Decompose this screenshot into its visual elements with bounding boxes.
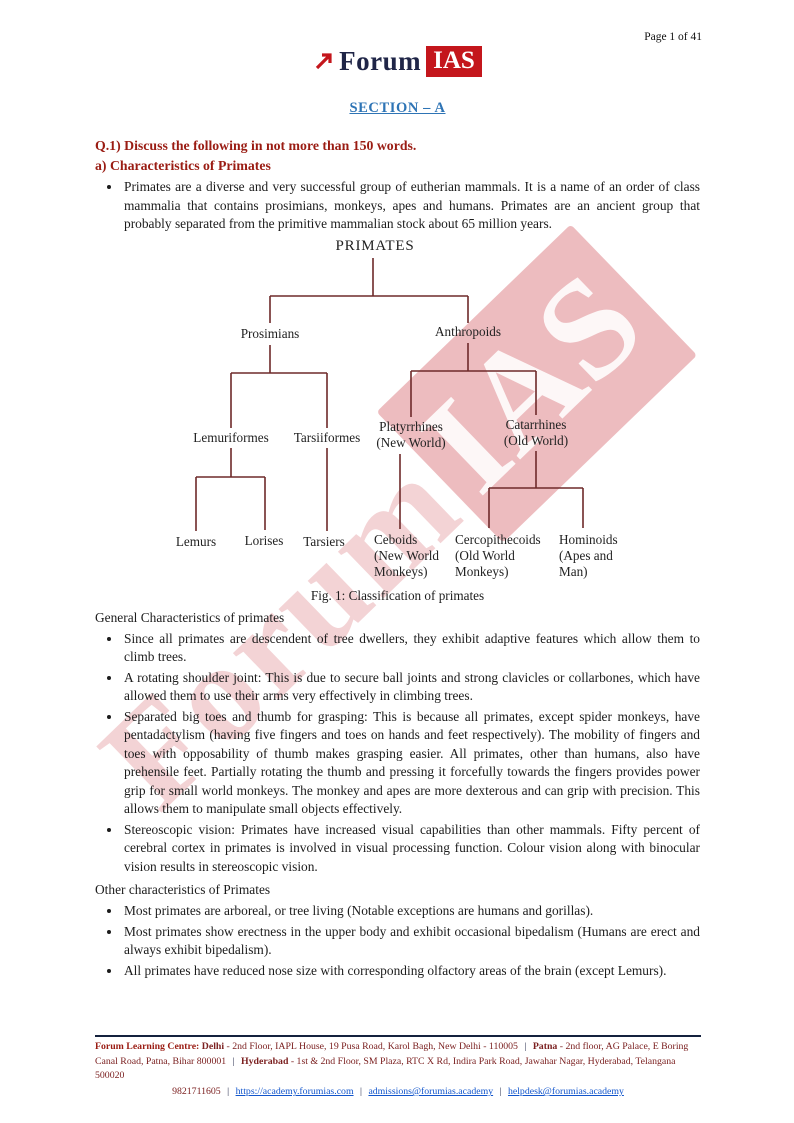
tree-node-lemurs: Lemurs xyxy=(175,533,217,549)
bullet-item: Most primates show erectness in the uppe… xyxy=(122,923,700,960)
tree-connector-lines xyxy=(195,257,584,531)
tree-node-cercopithecoids: Cercopithecoids (Old World Monkeys) xyxy=(455,532,541,580)
tree-node-ceboids: Ceboids (New World Monkeys) xyxy=(374,532,439,580)
tree-node-hominoids: Hominoids (Apes and Man) xyxy=(559,532,618,580)
footer-address-hyderabad: - 1st & 2nd Floor, SM Plaza, RTC X Rd, I… xyxy=(95,1055,676,1082)
logo-arrow-icon xyxy=(313,50,335,72)
tree-node-line: (New World) xyxy=(376,434,446,450)
footer-separator: | xyxy=(360,1086,362,1098)
footer-phone: 9821711605 xyxy=(172,1086,221,1098)
tree-node-line: Catarrhines xyxy=(505,416,567,432)
tree-node-lemuriformes: Lemuriformes xyxy=(193,429,269,445)
bullet-item: All primates have reduced nose size with… xyxy=(122,962,700,981)
footer-city-hyderabad: Hyderabad xyxy=(241,1055,289,1067)
section-title: SECTION – A xyxy=(349,100,446,116)
bullet-item: Stereoscopic vision: Primates have incre… xyxy=(122,821,700,877)
footer-separator: | xyxy=(227,1086,230,1098)
tree-node-line: Ceboids xyxy=(374,531,418,547)
forumias-logo: Forum IAS xyxy=(95,45,700,77)
tree-node-primates: PRIMATES xyxy=(335,237,415,254)
bullet-item: Most primates are arboreal, or tree livi… xyxy=(122,902,700,921)
footer-separator: | xyxy=(524,1041,527,1052)
figure-caption: Fig. 1: Classification of primates xyxy=(310,587,485,603)
footer-separator: | xyxy=(499,1086,502,1098)
tree-node-line: Monkeys) xyxy=(455,563,509,579)
tree-node-lorises: Lorises xyxy=(244,532,284,548)
question-subtitle: a) Characteristics of Primates xyxy=(95,158,271,173)
tree-node-tarsiiformes: Tarsiiformes xyxy=(293,429,361,445)
footer-address-patna: - 2nd floor, AG Palace, E Boring Canal R… xyxy=(95,1041,689,1067)
footer-link-helpdesk[interactable]: helpdesk@forumias.academy xyxy=(507,1086,624,1098)
general-characteristics-heading: General Characteristics of primates xyxy=(95,609,285,625)
footer-contacts: 9821711605 | https://academy.forumias.co… xyxy=(95,1085,701,1100)
footer-city-delhi: Delhi xyxy=(201,1041,225,1052)
footer-address: Forum Learning Centre: Delhi - 2nd Floor… xyxy=(95,1040,701,1084)
general-characteristics-list: Since all primates are descendent of tre… xyxy=(95,630,700,877)
bullet-item: Primates are a diverse and very successf… xyxy=(122,178,700,234)
logo-brand-forum: Forum xyxy=(339,45,422,76)
footer-link-admissions[interactable]: admissions@forumias.academy xyxy=(368,1086,494,1098)
tree-node-platyrrhines: Platyrrhines (New World) xyxy=(376,419,445,451)
tree-node-line: (Old World xyxy=(455,547,515,563)
tree-node-tarsiers: Tarsiers xyxy=(303,533,345,549)
tree-node-line: (New World xyxy=(374,547,439,563)
tree-node-anthropoids: Anthropoids xyxy=(435,323,501,339)
primates-classification-diagram: PRIMATES Prosimians Anthropoids Lemurifo… xyxy=(0,236,794,586)
page-number: Page 1 of 41 xyxy=(644,31,702,43)
footer-centre-label: Forum Learning Centre: xyxy=(95,1041,200,1052)
footer-city-patna: Patna xyxy=(532,1041,558,1052)
bullet-item: Since all primates are descendent of tre… xyxy=(122,630,700,667)
question-title: Q.1) Discuss the following in not more t… xyxy=(95,138,417,153)
footer: Forum Learning Centre: Delhi - 2nd Floor… xyxy=(95,1035,701,1100)
tree-node-catarrhines: Catarrhines (Old World) xyxy=(504,417,568,449)
footer-separator: | xyxy=(232,1055,235,1067)
logo-brand-ias: IAS xyxy=(426,45,482,77)
footer-address-delhi: - 2nd Floor, IAPL House, 19 Pusa Road, K… xyxy=(224,1041,521,1052)
intro-bullet-list: Primates are a diverse and very successf… xyxy=(95,178,700,234)
bullet-item: Separated big toes and thumb for graspin… xyxy=(122,708,700,819)
tree-node-line: (Old World) xyxy=(503,432,569,448)
tree-node-line: Hominoids xyxy=(559,531,618,547)
tree-node-line: Man) xyxy=(559,563,588,579)
tree-node-prosimians: Prosimians xyxy=(240,325,300,341)
tree-node-line: Platyrrhines xyxy=(379,418,443,434)
other-characteristics-list: Most primates are arboreal, or tree livi… xyxy=(95,902,700,980)
tree-node-line: Monkeys) xyxy=(374,563,428,579)
tree-node-line: (Apes and xyxy=(559,547,613,563)
page-content: Forum IAS SECTION – A Q.1) Discuss the f… xyxy=(0,0,794,980)
tree-node-line: Cercopithecoids xyxy=(455,531,541,547)
footer-link-website[interactable]: https://academy.forumias.com xyxy=(235,1086,354,1098)
other-characteristics-heading: Other characteristics of Primates xyxy=(95,882,271,897)
bullet-item: A rotating shoulder joint: This is due t… xyxy=(122,669,700,706)
